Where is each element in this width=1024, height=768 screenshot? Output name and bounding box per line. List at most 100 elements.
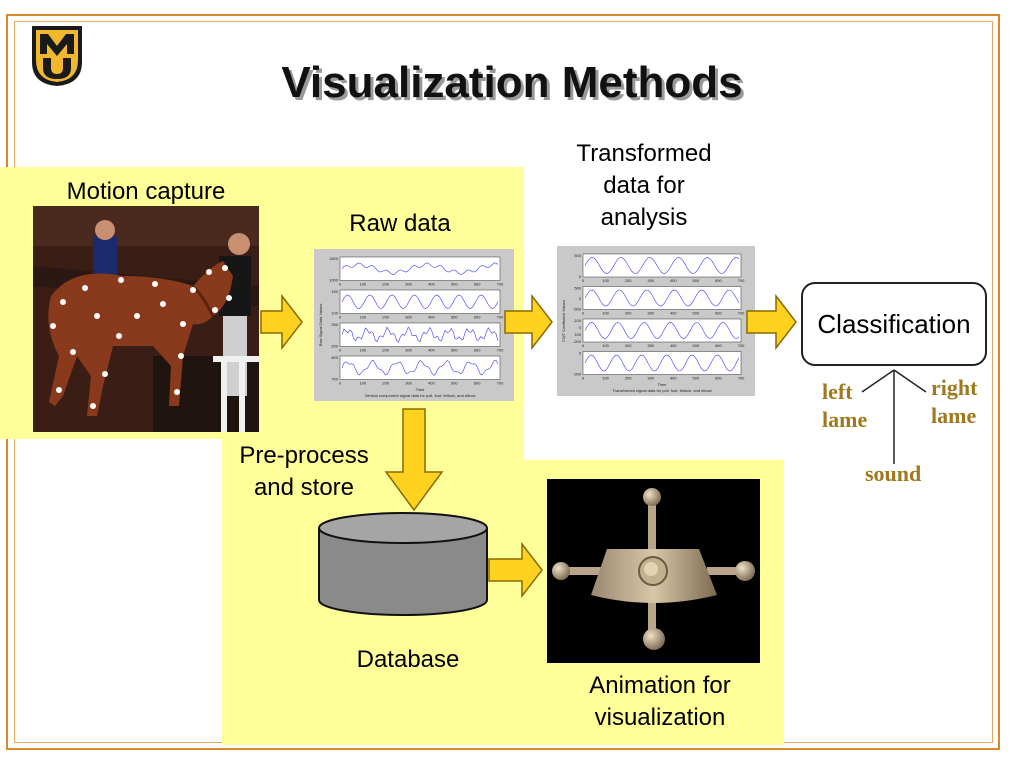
transformed-data-label: Transformed data for analysis <box>554 138 734 234</box>
arrow-down-icon <box>384 408 444 512</box>
arrow-right-icon <box>260 294 303 350</box>
x-tick-label: 700 <box>738 278 745 283</box>
animation-label: Animation for visualization <box>560 670 760 734</box>
x-tick-label: 500 <box>693 343 700 348</box>
plot-caption: Vertical component signal data for poll,… <box>365 393 476 398</box>
x-tick-label: 700 <box>738 343 745 348</box>
right-lame-line-1: right <box>931 375 978 400</box>
x-tick-label: 300 <box>405 348 412 353</box>
x-tick-label: 400 <box>670 311 677 316</box>
x-tick-label: 100 <box>360 348 367 353</box>
plot-panel <box>339 355 501 380</box>
y-tick-label: 0 <box>579 325 582 330</box>
x-tick-label: 600 <box>715 311 722 316</box>
x-tick-label: 500 <box>693 278 700 283</box>
x-tick-label: 100 <box>360 315 367 320</box>
x-tick-label: 200 <box>625 376 632 381</box>
plot-panel <box>339 322 501 347</box>
x-tick-label: 500 <box>693 311 700 316</box>
x-tick-label: 700 <box>738 376 745 381</box>
y-tick-label: 0 <box>579 351 582 356</box>
y-tick-label: 700 <box>331 377 338 382</box>
x-tick-label: 600 <box>474 381 481 386</box>
x-tick-label: 600 <box>474 282 481 287</box>
x-tick-label: 200 <box>382 381 389 386</box>
x-tick-label: 400 <box>428 315 435 320</box>
x-tick-label: 600 <box>474 315 481 320</box>
x-tick-label: 0 <box>582 278 585 283</box>
x-tick-label: 0 <box>582 343 585 348</box>
x-tick-label: 700 <box>497 315 504 320</box>
left-lame-label: left lame <box>822 378 867 434</box>
database-label: Database <box>356 646 460 673</box>
transformed-line-2: data for <box>603 172 685 199</box>
slide-title: Visualization Methods <box>281 58 743 107</box>
y-tick-label: 100 <box>331 311 338 316</box>
x-tick-label: 300 <box>647 278 654 283</box>
motion-capture-photo <box>33 206 259 432</box>
x-tick-label: 0 <box>582 311 585 316</box>
x-tick-label: 200 <box>382 282 389 287</box>
x-tick-label: 300 <box>405 282 412 287</box>
x-tick-label: 400 <box>428 381 435 386</box>
x-tick-label: 600 <box>715 343 722 348</box>
y-tick-label: 0 <box>579 274 582 279</box>
x-tick-label: 200 <box>625 278 632 283</box>
y-axis-label: CWT Coefficient Values <box>561 300 566 342</box>
x-tick-label: 600 <box>715 376 722 381</box>
x-tick-label: 0 <box>339 381 342 386</box>
x-tick-label: 200 <box>625 343 632 348</box>
y-tick-label: 150 <box>331 289 338 294</box>
y-tick-label: -200 <box>573 372 582 377</box>
y-tick-label: 500 <box>574 286 581 291</box>
y-tick-label: 500 <box>574 253 581 258</box>
plot-panel <box>582 286 742 310</box>
signal-line <box>341 294 499 309</box>
x-tick-label: 500 <box>451 381 458 386</box>
x-tick-label: 100 <box>602 311 609 316</box>
x-tick-label: 200 <box>625 311 632 316</box>
signal-line <box>341 326 499 343</box>
arrow-right-icon <box>504 294 553 350</box>
x-tick-label: 300 <box>647 376 654 381</box>
x-tick-label: 100 <box>602 376 609 381</box>
x-tick-label: 100 <box>360 381 367 386</box>
mu-logo <box>30 24 84 88</box>
plot-panel <box>339 256 501 281</box>
x-tick-label: 700 <box>738 311 745 316</box>
x-tick-label: 600 <box>715 278 722 283</box>
x-tick-label: 0 <box>339 315 342 320</box>
x-axis-label: Time <box>416 387 426 392</box>
x-tick-label: 400 <box>670 376 677 381</box>
sound-label: sound <box>865 461 922 486</box>
transformed-line-1: Transformed <box>576 140 712 167</box>
y-axis-label: Raw Signal Data Values <box>318 304 323 347</box>
x-tick-label: 300 <box>647 343 654 348</box>
x-tick-label: 400 <box>670 343 677 348</box>
plot-caption: Transformed signal data for poll, foot, … <box>612 388 711 393</box>
y-tick-label: 200 <box>331 344 338 349</box>
x-tick-label: 500 <box>451 282 458 287</box>
classification-branches <box>861 369 927 464</box>
signal-line <box>584 289 740 307</box>
x-tick-label: 600 <box>474 348 481 353</box>
transformed-line-3: analysis <box>600 204 688 231</box>
x-tick-label: 400 <box>428 282 435 287</box>
y-tick-label: 1500 <box>329 256 339 261</box>
y-tick-label: 1000 <box>329 278 339 283</box>
signal-line <box>341 262 499 275</box>
x-tick-label: 500 <box>693 376 700 381</box>
animation-line-1: Animation for <box>589 672 731 699</box>
preprocess-label: Pre-process and store <box>222 440 386 504</box>
y-tick-label: -200 <box>573 339 582 344</box>
y-tick-label: 800 <box>331 355 338 360</box>
x-tick-label: 700 <box>497 348 504 353</box>
signal-line <box>341 359 499 376</box>
motion-capture-label: Motion capture <box>66 178 226 205</box>
animation-line-2: visualization <box>594 704 726 731</box>
signal-line <box>584 322 740 339</box>
preprocess-line-1: Pre-process <box>239 442 369 469</box>
database-icon <box>318 512 488 616</box>
x-tick-label: 400 <box>670 278 677 283</box>
